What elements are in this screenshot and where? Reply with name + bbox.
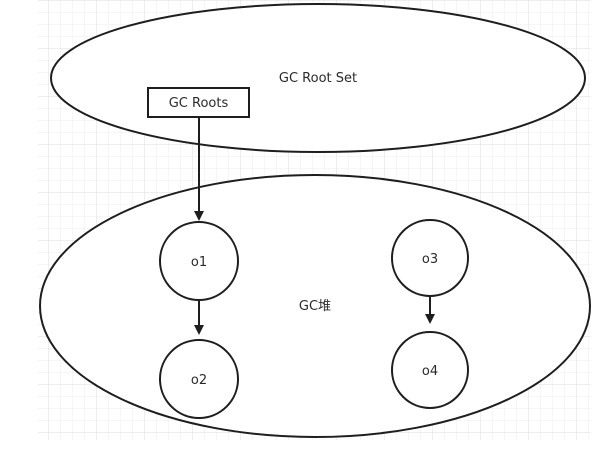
object-o1-label: o1 <box>191 255 207 270</box>
object-o2-circle <box>159 339 239 419</box>
object-o1-circle <box>159 221 239 301</box>
object-o3-circle <box>391 219 469 297</box>
gc-root-set: GC Root Set <box>50 3 586 153</box>
object-o2-label: o2 <box>191 373 207 388</box>
object-node-o4: o4 <box>391 331 469 409</box>
object-node-o3: o3 <box>391 219 469 297</box>
gc-root-set-label: GC Root Set <box>279 71 357 86</box>
object-node-o1: o1 <box>159 221 239 301</box>
object-node-o2: o2 <box>159 339 239 419</box>
object-o4-label: o4 <box>422 364 438 379</box>
gc-roots-box: GC Roots <box>147 87 250 118</box>
gc-heap: GC堆 <box>39 174 591 438</box>
object-o3-label: o3 <box>422 252 438 267</box>
gc-heap-label: GC堆 <box>299 299 331 314</box>
gc-roots-label: GC Roots <box>169 96 229 111</box>
object-o4-circle <box>391 331 469 409</box>
